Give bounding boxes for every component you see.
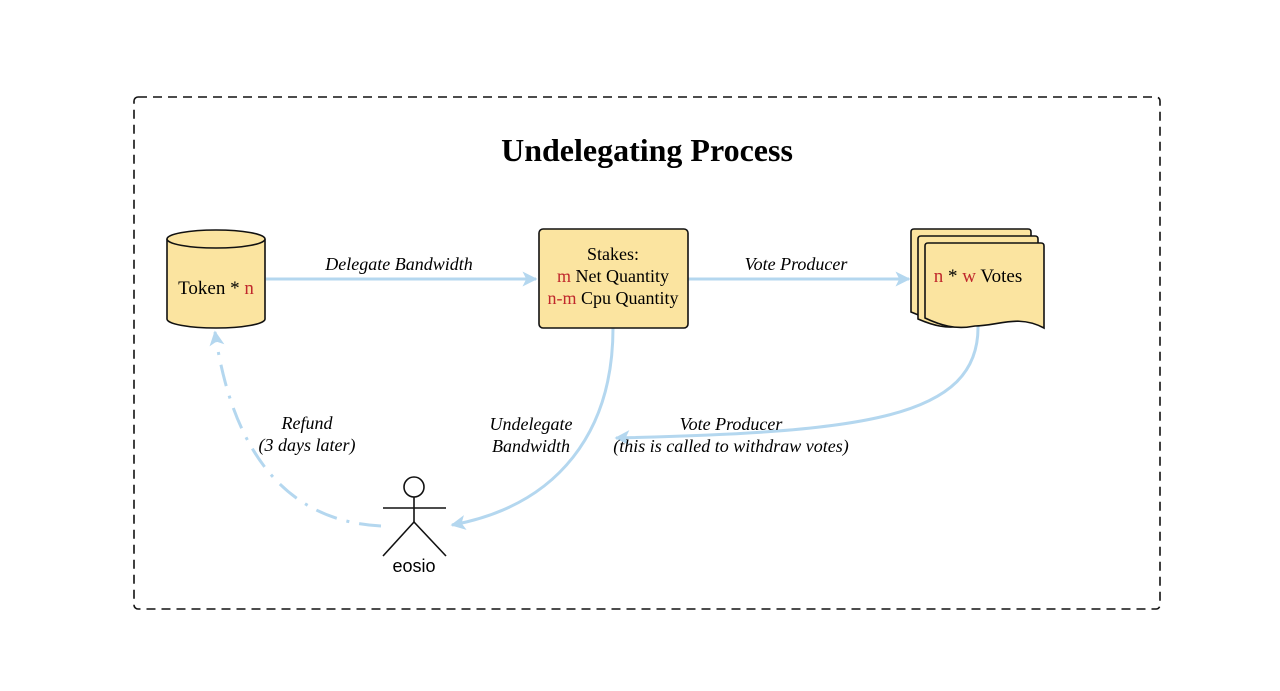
eosio-actor [382,476,447,557]
stakes-cpu-quantity: n-m Cpu Quantity [548,288,679,308]
undelegate-label-line2: Bandwidth [492,436,570,456]
vote-producer-label: Vote Producer [745,254,849,274]
undelegate-bandwidth-arrow [450,327,615,530]
dashed-frame [133,96,1161,610]
votes-document-stack: n * w Votes [910,228,1045,330]
refund-arrow [209,330,382,528]
actor-head [403,476,425,498]
withdraw-votes-arrow [614,324,980,446]
undelegate-label-line1: Undelegate [490,414,573,434]
votes-label: n * w Votes [934,266,1023,287]
refund-label-line2: (3 days later) [259,435,356,456]
refund-label-line1: Refund [281,413,334,433]
stakes-net-quantity: m Net Quantity [557,266,669,286]
delegate-bandwidth-label: Delegate Bandwidth [324,254,472,274]
withdraw-votes-label-line2: (this is called to withdraw votes) [613,436,849,457]
stakes-box: Stakes: m Net Quantity n-m Cpu Quantity [538,228,689,329]
eosio-label: eosio [392,556,435,576]
token-cylinder: Token * n [166,229,266,329]
token-label: Token * n [178,278,254,299]
withdraw-votes-label-line1: Vote Producer [680,414,784,434]
stakes-heading: Stakes: [587,244,639,264]
diagram-title: Undelegating Process [501,132,793,168]
